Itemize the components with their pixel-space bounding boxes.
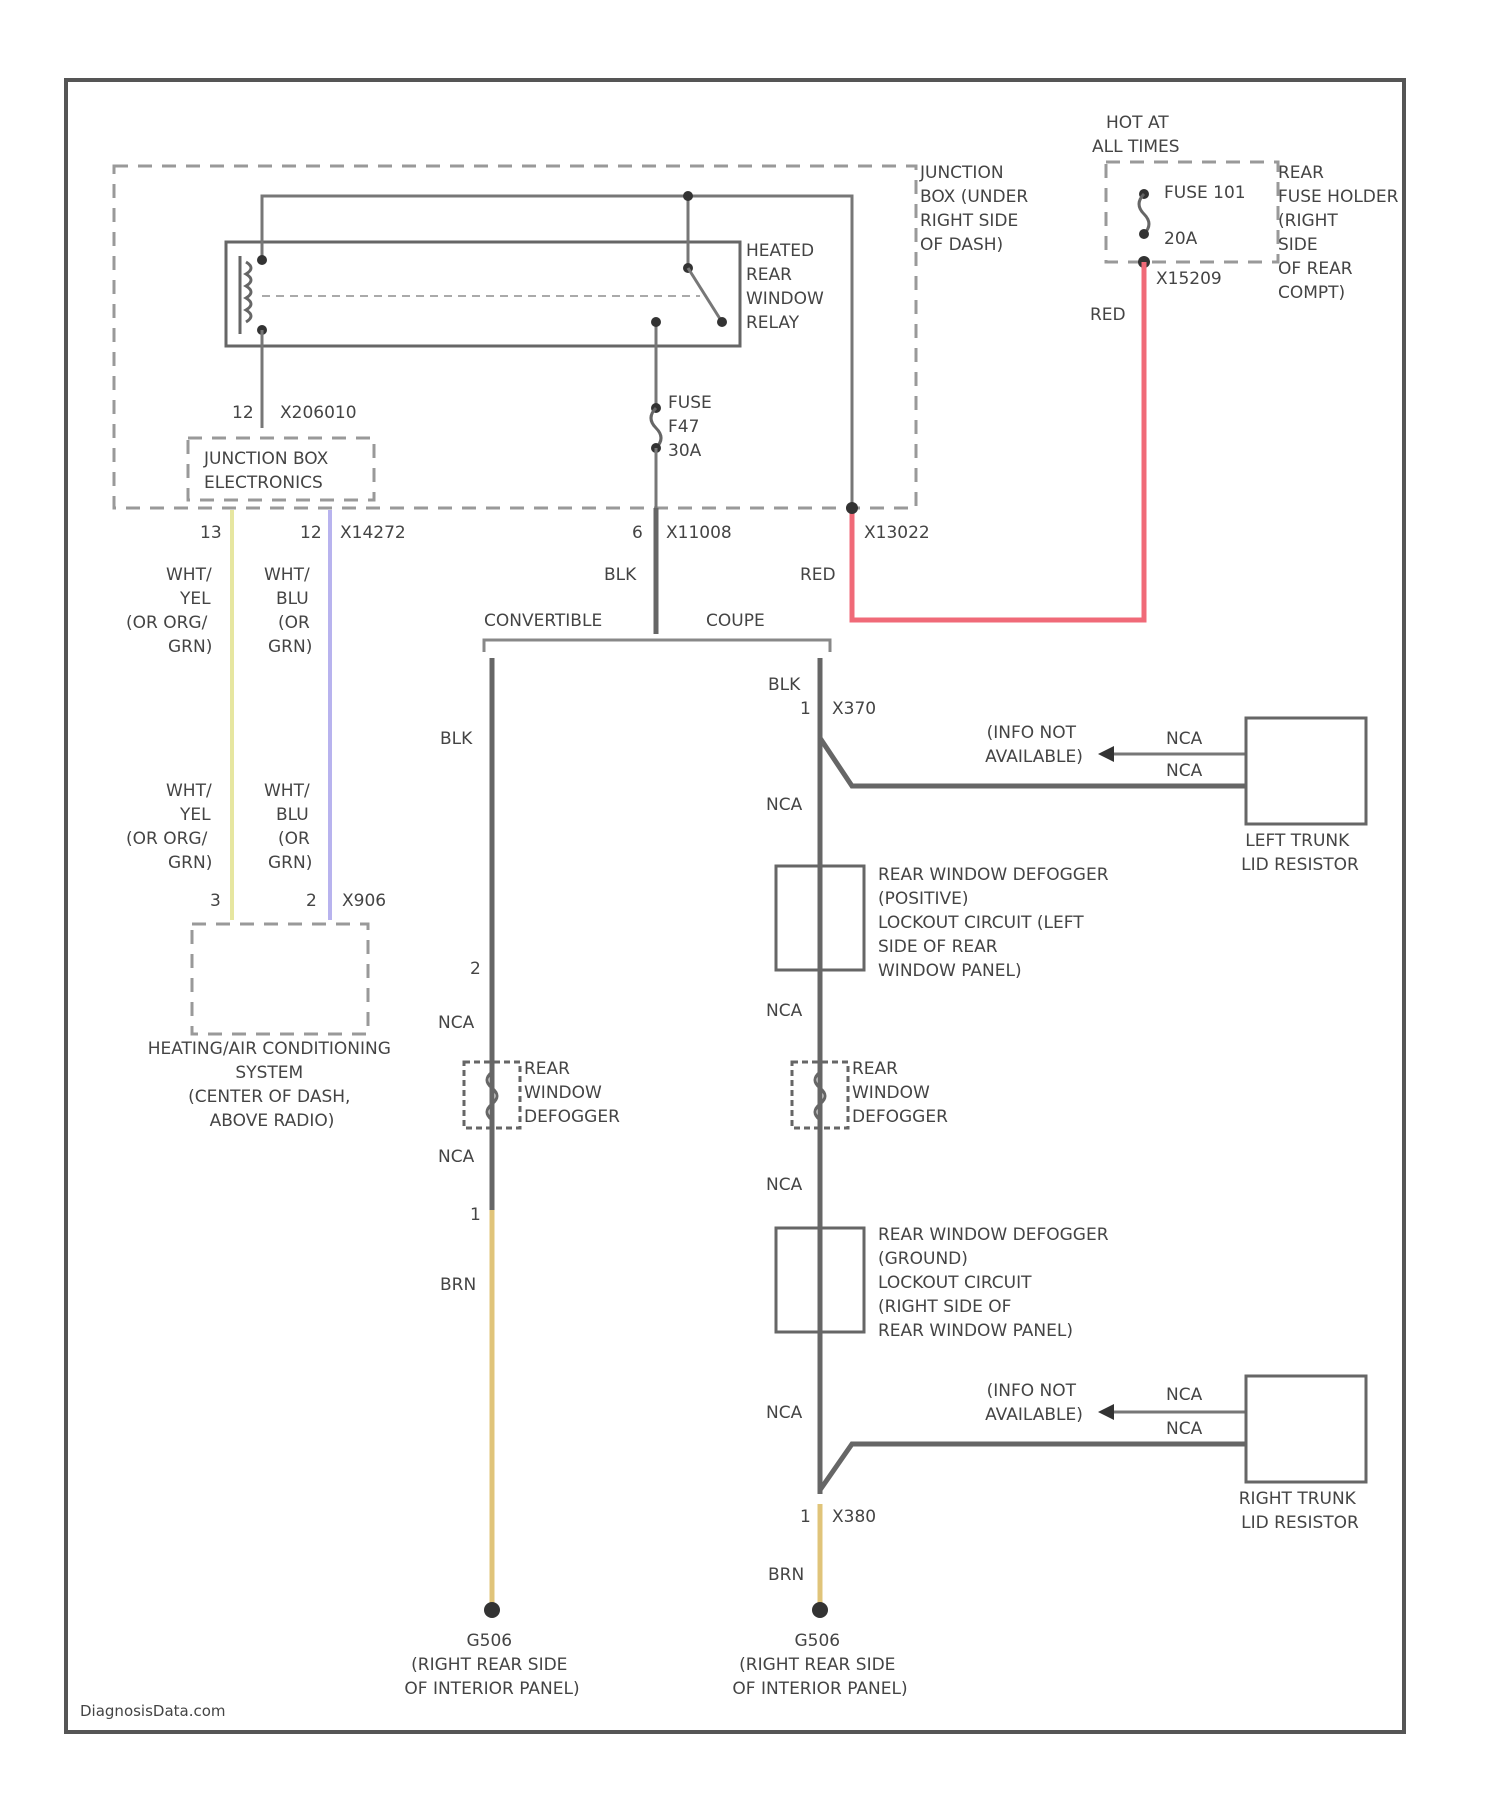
nca-right-2: NCA (1166, 1419, 1203, 1439)
junction-box-label: JUNCTION BOX (UNDER RIGHT SIDE OF DASH) (919, 163, 1034, 255)
x11008-label: X11008 (666, 523, 732, 543)
pin-1b-label: 1 (470, 1205, 481, 1225)
info-na-right: (INFO NOT AVAILABLE) (985, 1381, 1083, 1425)
blk-conv-label: BLK (440, 729, 473, 749)
wht-yel-top-label: WHT/ YEL (OR ORG/ GRN) (126, 565, 217, 657)
pin-2-label: 2 (306, 891, 317, 911)
coupe-label: COUPE (706, 611, 765, 631)
ground-conv-label: G506 (RIGHT REAR SIDE OF INTERIOR PANEL) (404, 1631, 579, 1699)
rear-fuse-holder-label: REAR FUSE HOLDER (RIGHT SIDE OF REAR COM… (1278, 163, 1404, 303)
split-bracket (484, 640, 830, 652)
nca-coupe-4: NCA (766, 1403, 803, 1423)
x380-label: X380 (832, 1507, 876, 1527)
wht-blu-bot-label: WHT/ BLU (OR GRN) (264, 781, 315, 873)
nca-conv-2: NCA (438, 1147, 475, 1167)
pin-3-label: 3 (210, 891, 221, 911)
x370-label: X370 (832, 699, 876, 719)
lockout-ground-label: REAR WINDOW DEFOGGER (GROUND) LOCKOUT CI… (878, 1225, 1114, 1341)
pin-13-label: 13 (200, 523, 222, 543)
pin-12-label: 12 (300, 523, 322, 543)
blk-main-label: BLK (604, 565, 637, 585)
fuse101-amp-label: 20A (1164, 229, 1198, 249)
x15209-label: X15209 (1156, 269, 1222, 289)
x13022-label: X13022 (864, 523, 930, 543)
wht-yel-bot-label: WHT/ YEL (OR ORG/ GRN) (126, 781, 217, 873)
blk-coupe-label: BLK (768, 675, 801, 695)
fuse101-dot-bottom (1139, 229, 1149, 239)
info-na-left: (INFO NOT AVAILABLE) (985, 723, 1083, 767)
x906-label: X906 (342, 891, 386, 911)
nca-coupe-2: NCA (766, 1001, 803, 1021)
ground-coupe-icon (812, 1602, 828, 1618)
pin-6-label: 6 (632, 523, 643, 543)
defogger-coupe-label: REAR WINDOW DEFOGGER (852, 1059, 948, 1127)
coil-dot-top (257, 255, 267, 265)
nca-coupe-1: NCA (766, 795, 803, 815)
brn-conv-label: BRN (440, 1275, 476, 1295)
fuse-f47-icon (651, 408, 661, 448)
jbe-label: JUNCTION BOX ELECTRONICS (203, 449, 334, 493)
nca-conv-1: NCA (438, 1013, 475, 1033)
pin-1c-label: 1 (800, 1507, 811, 1527)
nca-coupe-3: NCA (766, 1175, 803, 1195)
relay-box (226, 242, 740, 346)
right-resistor-wire (820, 1444, 1246, 1490)
nca-left-2: NCA (1166, 761, 1203, 781)
lockout-positive-label: REAR WINDOW DEFOGGER (POSITIVE) LOCKOUT … (878, 865, 1114, 981)
fuse101-icon (1139, 194, 1149, 234)
hvac-box (192, 924, 368, 1034)
right-arrow-icon (1098, 1404, 1114, 1420)
relay-label: HEATED REAR WINDOW RELAY (746, 241, 829, 333)
junction-dot (683, 191, 693, 201)
wht-blu-top-label: WHT/ BLU (OR GRN) (264, 565, 315, 657)
fuse-f47-label: FUSE F47 30A (668, 393, 717, 461)
watermark: DiagnosisData.com (80, 1702, 226, 1720)
wire-red-label-b: RED (800, 565, 836, 585)
left-trunk-label: LEFT TRUNK LID RESISTOR (1241, 831, 1359, 875)
ground-conv-icon (484, 1602, 500, 1618)
x14272-label: X14272 (340, 523, 406, 543)
diagram-frame (66, 80, 1404, 1732)
ground-coupe-label: G506 (RIGHT REAR SIDE OF INTERIOR PANEL) (732, 1631, 907, 1699)
fuse101-label: FUSE 101 (1164, 183, 1246, 203)
brn-coupe-label: BRN (768, 1565, 804, 1585)
relay-coil-icon (240, 256, 251, 334)
relay-switch-blade (688, 268, 722, 322)
left-trunk-resistor-box (1246, 718, 1366, 824)
pin-1a-label: 1 (800, 699, 811, 719)
convertible-label: CONVERTIBLE (484, 611, 602, 631)
relay-output-dot (651, 317, 661, 327)
hvac-label: HEATING/AIR CONDITIONING SYSTEM (CENTER … (148, 1039, 397, 1131)
x206010-label: X206010 (280, 403, 357, 423)
pin-12-top-label: 12 (232, 403, 254, 423)
x13022-dot (846, 502, 858, 514)
right-trunk-label: RIGHT TRUNK LID RESISTOR (1239, 1489, 1361, 1533)
right-trunk-resistor-box (1246, 1376, 1366, 1482)
nca-right-1: NCA (1166, 1385, 1203, 1405)
left-arrow-icon (1098, 746, 1114, 762)
defogger-conv-label: REAR WINDOW DEFOGGER (524, 1059, 620, 1127)
wire-red-label-a: RED (1090, 305, 1126, 325)
relay-contact-dot-2 (717, 317, 727, 327)
hot-at-label: HOT AT ALL TIMES (1092, 113, 1180, 157)
pin-2b-label: 2 (470, 959, 481, 979)
nca-left-1: NCA (1166, 729, 1203, 749)
